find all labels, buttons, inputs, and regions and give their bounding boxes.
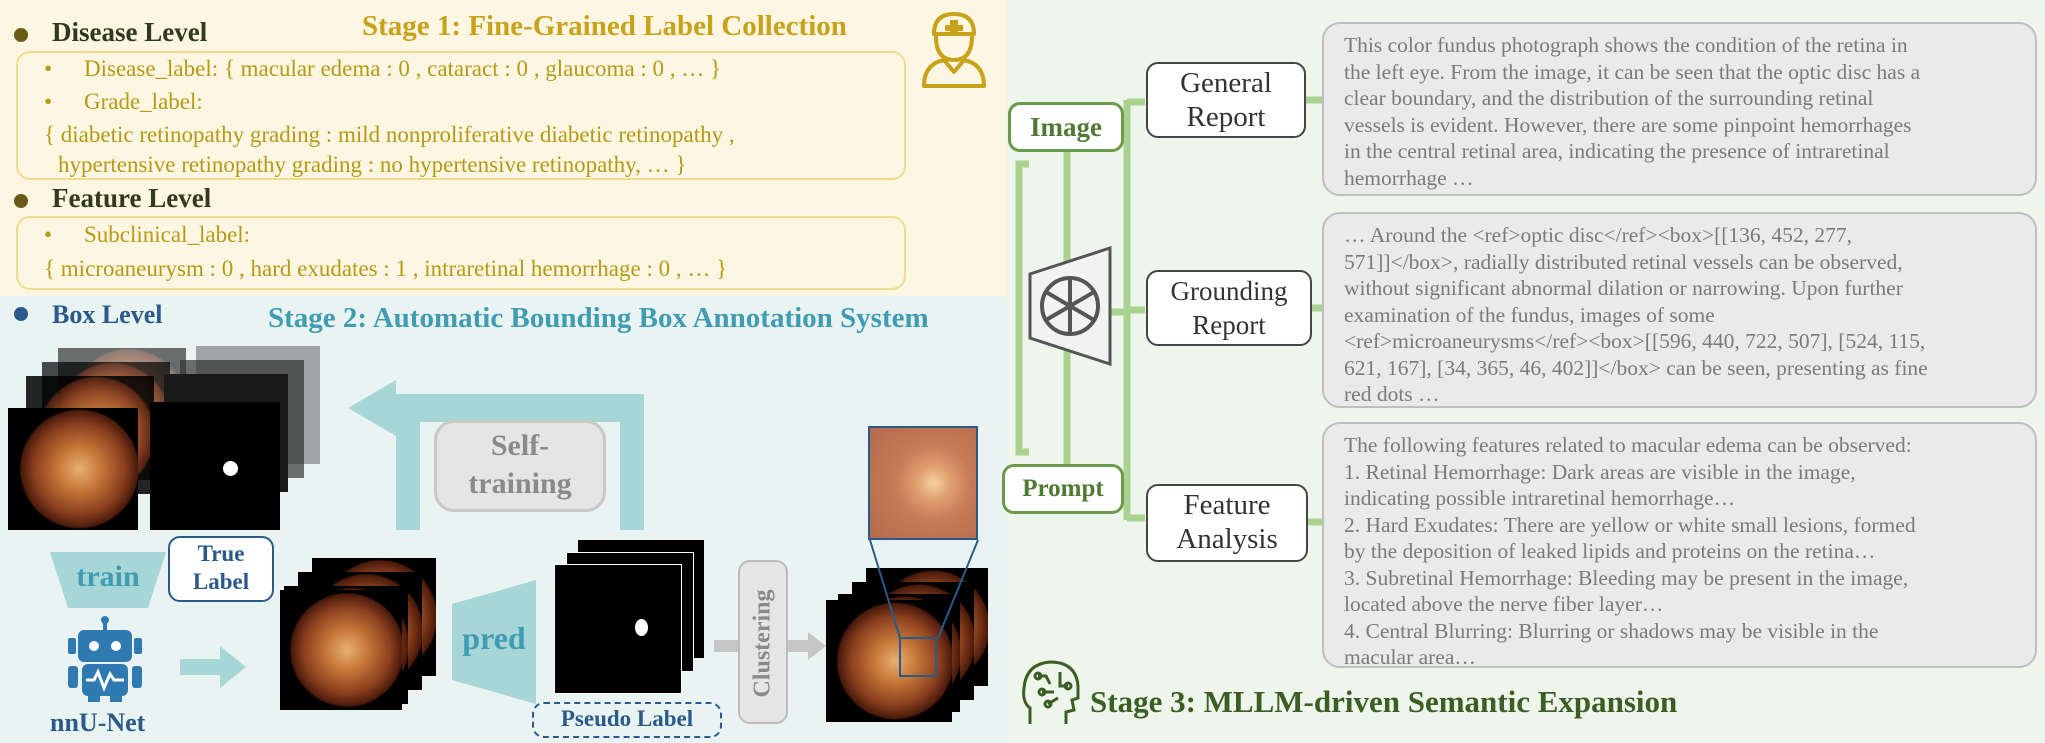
grounding-report-line2: Report xyxy=(1192,310,1266,340)
pred-label: pred xyxy=(462,620,526,656)
stage2-title: Stage 2: Automatic Bounding Box Annotati… xyxy=(268,302,929,334)
report1-line: This color fundus photograph shows the c… xyxy=(1344,33,1908,57)
prompt-input-box: Prompt xyxy=(1002,464,1124,514)
subclinical-heading: Subclinical_label: xyxy=(84,222,251,247)
report1-line: the left eye. From the image, it can be … xyxy=(1344,59,1921,84)
true-label-line2: Label xyxy=(192,569,250,594)
self-training-line1: Self- xyxy=(490,429,550,462)
general-report-text: This color fundus photograph shows the c… xyxy=(1322,22,2037,196)
disease-label-text: Disease_label: { macular edema : 0 , cat… xyxy=(84,56,722,81)
feature-analysis-text: The following features related to macula… xyxy=(1322,422,2037,669)
report2-line: examination of the fundus, images of som… xyxy=(1344,302,1715,327)
result-image-front xyxy=(826,600,952,722)
report3-line: 4. Central Blurring: Blurring or shadows… xyxy=(1344,618,1879,643)
grounding-report-line1: Grounding xyxy=(1170,276,1288,306)
true-label-line1: True xyxy=(197,541,245,566)
train-trapezoid xyxy=(50,552,166,608)
feature-level-box xyxy=(16,216,906,290)
report3-line: by the deposition of leaked lipids and p… xyxy=(1344,539,1876,563)
report2-line: <ref>microaneurysms</ref><box>[[596, 440… xyxy=(1344,329,1926,353)
feature-analysis-line2: Analysis xyxy=(1176,523,1278,555)
to-images-arrow xyxy=(180,646,246,688)
clustering-arrow xyxy=(714,632,826,660)
unlabeled-image-front xyxy=(280,590,402,710)
report2-line: 571]]</box>, radially distributed retina… xyxy=(1344,249,1903,274)
report1-line: hemorrhage … xyxy=(1344,165,1474,190)
self-training-loop-arrow xyxy=(348,380,644,530)
general-report-line1: General xyxy=(1180,67,1272,99)
feature-level-heading: Feature Level xyxy=(52,183,212,213)
self-training-box xyxy=(434,420,606,512)
train-label: train xyxy=(76,560,140,593)
general-report-line2: Report xyxy=(1186,101,1266,133)
pseudo-mask-spot xyxy=(635,619,648,636)
pseudo-label-mask xyxy=(554,564,682,694)
report2-line: red dots … xyxy=(1344,382,1440,406)
disease-level-box xyxy=(16,51,906,180)
zoom-callout-image xyxy=(868,426,978,540)
self-training-line2: training xyxy=(468,467,572,500)
report3-line: macular area… xyxy=(1344,645,1476,669)
report3-line: 2. Hard Exudates: There are yellow or wh… xyxy=(1344,512,1916,537)
pred-trapezoid xyxy=(452,580,536,704)
clustering-label: Clustering xyxy=(749,589,776,698)
feature-analysis-box: Feature Analysis xyxy=(1146,484,1308,562)
report3-line: located above the nerve fiber layer… xyxy=(1344,592,1664,616)
feature-analysis-line1: Feature xyxy=(1183,489,1271,521)
disease-level-heading: Disease Level xyxy=(52,17,208,47)
pseudo-label-text: Pseudo Label xyxy=(560,706,694,731)
zoom-callout-lines xyxy=(869,539,979,639)
feature-level-bullet xyxy=(14,194,28,208)
grade-label-line2: hypertensive retinopathy grading : no hy… xyxy=(58,152,687,177)
result-bounding-box xyxy=(899,637,937,677)
subclinical-line: { microaneurysm : 0 , hard exudates : 1 … xyxy=(44,256,728,281)
grounding-report-box: Grounding Report xyxy=(1146,270,1312,346)
pseudo-label-box xyxy=(532,702,722,738)
report1-line: vessels is evident. However, there are s… xyxy=(1344,112,1912,137)
openai-logo-icon xyxy=(1028,246,1112,366)
report3-line: 1. Retinal Hemorrhage: Dark areas are vi… xyxy=(1344,459,1856,484)
robot-icon xyxy=(68,616,142,702)
report3-line: The following features related to macula… xyxy=(1344,433,1912,457)
fundus-image-train xyxy=(8,408,138,530)
report1-line: in the central retinal area, indicating … xyxy=(1344,139,1890,163)
stage3-title: Stage 3: MLLM-driven Semantic Expansion xyxy=(1090,684,1678,719)
grounding-report-text: … Around the <ref>optic disc</ref><box>[… xyxy=(1322,212,2037,408)
report3-line: 3. Subretinal Hemorrhage: Bleeding may b… xyxy=(1344,565,1909,590)
doctor-icon xyxy=(922,12,986,88)
box-level-bullet xyxy=(14,307,28,321)
disease-label-bullet: • xyxy=(44,56,53,81)
disease-level-bullet xyxy=(14,28,28,42)
mask-optic-disc xyxy=(223,461,238,476)
report3-line: indicating possible intraretinal hemorrh… xyxy=(1344,486,1736,510)
true-label-mask xyxy=(150,402,280,530)
ai-head-icon xyxy=(1022,660,1080,724)
grade-label-bullet: • xyxy=(44,89,53,114)
stage1-title: Stage 1: Fine-Grained Label Collection xyxy=(362,10,847,42)
grade-label-line1: { diabetic retinopathy grading : mild no… xyxy=(44,122,735,147)
subclinical-bullet: • xyxy=(44,222,53,247)
box-level-heading: Box Level xyxy=(52,300,163,329)
image-input-box: Image xyxy=(1008,102,1124,152)
grade-label-heading: Grade_label: xyxy=(84,89,203,114)
general-report-box: General Report xyxy=(1146,62,1306,138)
report2-line: without significant abnormal dilation or… xyxy=(1344,276,1903,300)
true-label-box xyxy=(168,536,274,602)
report1-line: clear boundary, and the distribution of … xyxy=(1344,86,1874,110)
report2-line: 621, 167], [34, 365, 46, 402]]</box> can… xyxy=(1344,355,1928,380)
nnunet-label: nnU-Net xyxy=(50,708,146,737)
clustering-box xyxy=(738,560,788,724)
report2-line: … Around the <ref>optic disc</ref><box>[… xyxy=(1344,223,1853,247)
